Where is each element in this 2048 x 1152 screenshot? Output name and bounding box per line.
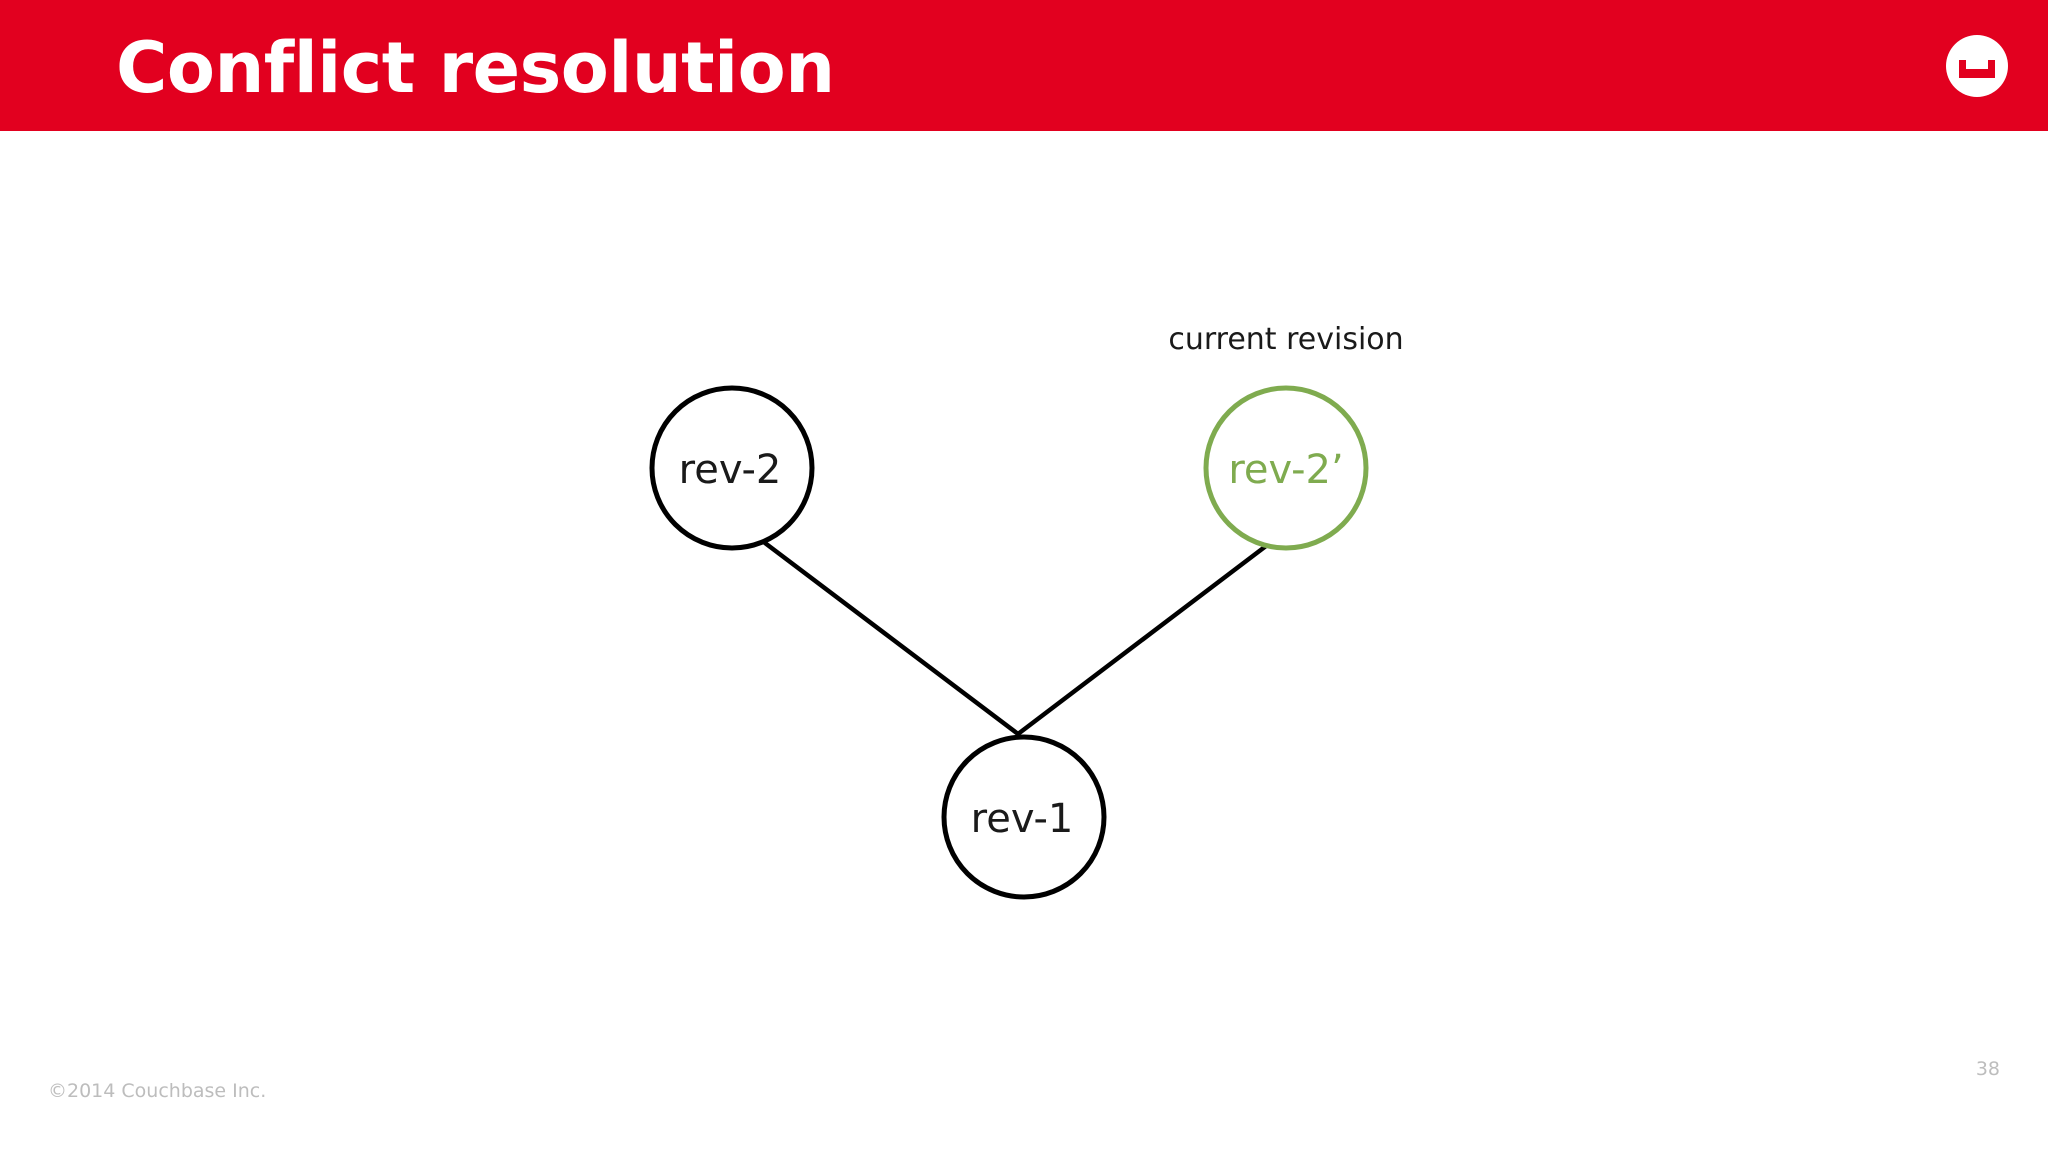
node-rev-2-prime-label: rev-2’ xyxy=(1228,447,1343,493)
page-number: 38 xyxy=(1975,1058,2000,1080)
node-rev-1: rev-1 xyxy=(941,734,1107,900)
node-rev-1-label: rev-1 xyxy=(971,796,1074,842)
slide-title: Conflict resolution xyxy=(116,27,835,109)
couchbase-logo-icon xyxy=(1946,35,2008,97)
edge-rev-1-to-rev-2 xyxy=(762,540,1021,737)
edge-rev-1-to-rev-2-prime xyxy=(1015,543,1269,737)
header-bar: Conflict resolution xyxy=(0,0,2048,131)
current-revision-caption: current revision xyxy=(1168,322,1403,357)
node-rev-2-prime: rev-2’ xyxy=(1203,385,1369,551)
node-rev-2-label: rev-2 xyxy=(679,447,782,493)
copyright-notice: ©2014 Couchbase Inc. xyxy=(48,1080,267,1102)
node-rev-2: rev-2 xyxy=(649,385,815,551)
